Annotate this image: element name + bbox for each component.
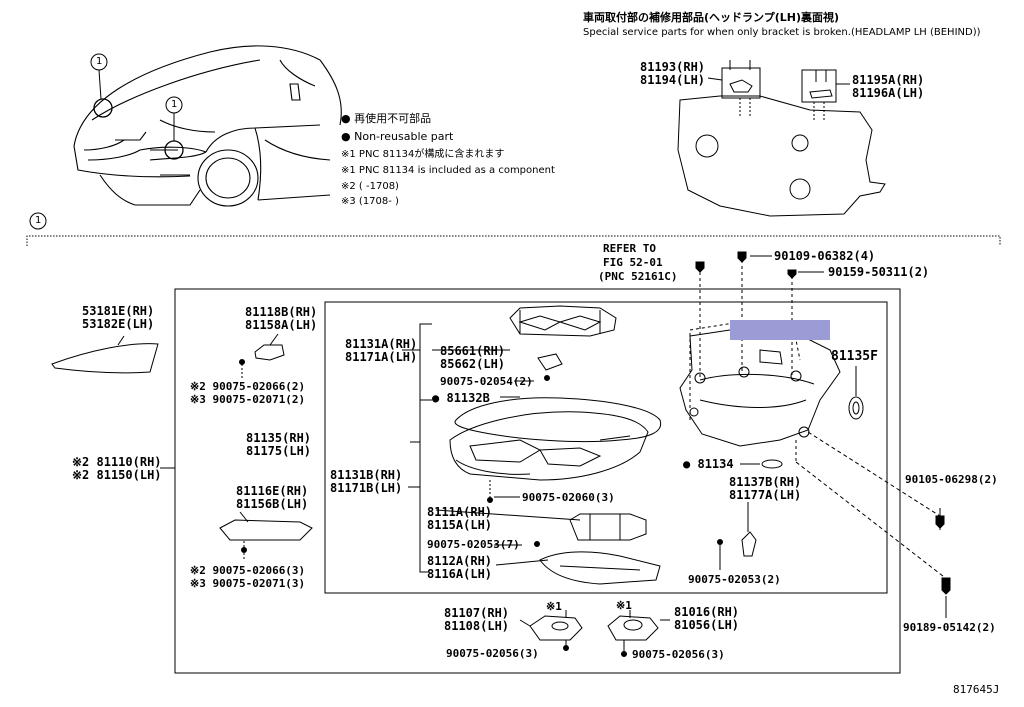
part-label: 90189-05142(2) bbox=[903, 621, 996, 634]
part-label: 81196A(LH) bbox=[852, 86, 925, 100]
callout-number: 1 bbox=[171, 99, 178, 110]
car-front-illustration bbox=[73, 45, 342, 207]
assembly-frame bbox=[174, 288, 901, 674]
part-label: 81195A(RH) bbox=[852, 73, 925, 87]
part-label: ● 81132B bbox=[432, 391, 490, 405]
part-label: ※2 90075-02066(2) bbox=[190, 380, 306, 393]
part-label: 81193(RH) bbox=[640, 60, 706, 74]
legend-note3: ※3 (1708- ) bbox=[341, 196, 399, 207]
part-label: 81158A(LH) bbox=[245, 318, 318, 332]
part-label: 81177A(LH) bbox=[729, 488, 802, 502]
illustration-code: 817645J bbox=[953, 683, 1000, 696]
part-label: 81137B(RH) bbox=[729, 475, 802, 489]
part-label: ※3 90075-02071(2) bbox=[190, 393, 306, 406]
highlight-box bbox=[730, 320, 830, 340]
part-label: 81194(LH) bbox=[640, 73, 706, 87]
part-label: 81108(LH) bbox=[444, 619, 510, 633]
part-label: ※1 bbox=[616, 599, 632, 612]
part-label: 81131A(RH) bbox=[345, 337, 418, 351]
refer-label: FIG 52-01 bbox=[603, 256, 663, 269]
part-label: ※3 90075-02071(3) bbox=[190, 577, 306, 590]
callout-number: 1 bbox=[96, 56, 103, 67]
refer-label: (PNC 52161C) bbox=[598, 270, 678, 283]
refer-label: REFER TO bbox=[603, 242, 656, 255]
part-label: 53182E(LH) bbox=[82, 317, 155, 331]
callout-number: 1 bbox=[35, 215, 42, 226]
part-label: 81171B(LH) bbox=[330, 481, 403, 495]
legend-line-en: ● Non-reusable part bbox=[341, 130, 454, 143]
part-label: 90075-02053(2) bbox=[688, 573, 781, 586]
part-label: 81016(RH) bbox=[674, 605, 740, 619]
part-label: 90109-06382(4) bbox=[774, 249, 876, 263]
header-jp: 車両取付部の補修用部品(ヘッドランプ(LH)裏面視) bbox=[583, 11, 839, 24]
part-label: 90105-06298(2) bbox=[905, 473, 998, 486]
part-label: ※2 90075-02066(3) bbox=[190, 564, 306, 577]
part-label: 90075-02054(2) bbox=[440, 375, 533, 388]
legend-note1-jp: ※1 PNC 81134が構成に含まれます bbox=[341, 149, 505, 160]
part-label: 90075-02056(3) bbox=[632, 648, 725, 661]
part-label: ● 81134 bbox=[683, 457, 734, 471]
part-label: 81107(RH) bbox=[444, 606, 510, 620]
part-label: 8116A(LH) bbox=[427, 567, 493, 581]
part-label: 81175(LH) bbox=[246, 444, 312, 458]
legend-note1-en: ※1 PNC 81134 is included as a component bbox=[341, 165, 555, 176]
header-en: Special service parts for when only brac… bbox=[583, 27, 981, 38]
part-label: 90075-02053(7) bbox=[427, 538, 520, 551]
non-reusable-dot-icon: ● bbox=[432, 391, 440, 405]
part-label: 90159-50311(2) bbox=[828, 265, 930, 279]
part-label: ※2 81150(LH) bbox=[72, 468, 162, 482]
legend-line-jp: ● 再使用不可部品 bbox=[341, 112, 432, 125]
non-reusable-dot-icon: ● bbox=[341, 112, 351, 125]
part-label: ※1 bbox=[546, 600, 562, 613]
part-label: ※2 81110(RH) bbox=[72, 455, 162, 469]
sub-assembly-frame bbox=[324, 301, 888, 594]
headlamp-behind-illustration bbox=[677, 60, 886, 217]
part-label: 8115A(LH) bbox=[427, 518, 493, 532]
part-label: 85661(RH) bbox=[440, 344, 506, 358]
part-label: 81156B(LH) bbox=[236, 497, 309, 511]
part-label: 90075-02060(3) bbox=[522, 491, 615, 504]
part-label: 85662(LH) bbox=[440, 357, 506, 371]
non-reusable-dot-icon: ● bbox=[341, 130, 351, 143]
part-label: 81171A(LH) bbox=[345, 350, 418, 364]
part-label: 81116E(RH) bbox=[236, 484, 309, 498]
part-label: 53181E(RH) bbox=[82, 304, 155, 318]
part-label: 8112A(RH) bbox=[427, 554, 493, 568]
part-label: 81135(RH) bbox=[246, 431, 312, 445]
legend-note2: ※2 ( -1708) bbox=[341, 181, 399, 192]
part-label: 81135F bbox=[831, 349, 878, 364]
part-label: 90075-02056(3) bbox=[446, 647, 539, 660]
non-reusable-dot-icon: ● bbox=[683, 457, 691, 471]
part-label: 8111A(RH) bbox=[427, 505, 493, 519]
part-label: 81131B(RH) bbox=[330, 468, 403, 482]
part-label: 81056(LH) bbox=[674, 618, 740, 632]
part-label: 81118B(RH) bbox=[245, 305, 318, 319]
